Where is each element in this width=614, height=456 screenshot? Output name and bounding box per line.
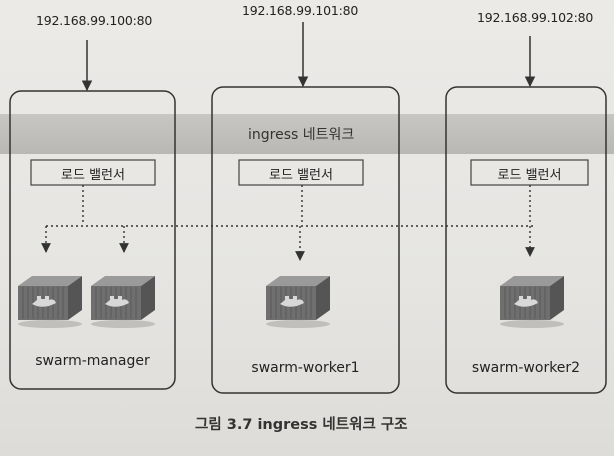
node-label-worker1: swarm-worker1 [251,360,360,376]
node-label-worker2: swarm-worker2 [471,360,581,376]
ip-label-worker1: 192.168.99.101:80 [242,3,359,18]
ingress-network-label: ingress 네트워크 [248,127,355,143]
load-balancer-label: 로드 밸런서 [269,168,333,183]
ip-label-worker2: 192.168.99.102:80 [477,10,594,25]
ingress-network-band [0,114,614,154]
docker-container-icon [90,275,156,329]
node-label-manager: swarm-manager [35,353,150,369]
load-balancer-label: 로드 밸런서 [497,168,562,183]
load-balancer-box-worker1 [238,159,364,186]
load-balancer-box-manager [30,159,156,186]
routing-lines [41,185,536,261]
load-balancer-label: 로드 밸런서 [61,168,125,183]
docker-container-icon [17,275,83,329]
figure-caption: 그림 3.7 ingress 네트워크 구조 [195,417,408,433]
ip-label-manager: 192.168.99.100:80 [36,13,153,28]
docker-container-icon [499,275,565,329]
docker-container-icon [265,275,331,329]
node-box-manager [9,90,176,390]
